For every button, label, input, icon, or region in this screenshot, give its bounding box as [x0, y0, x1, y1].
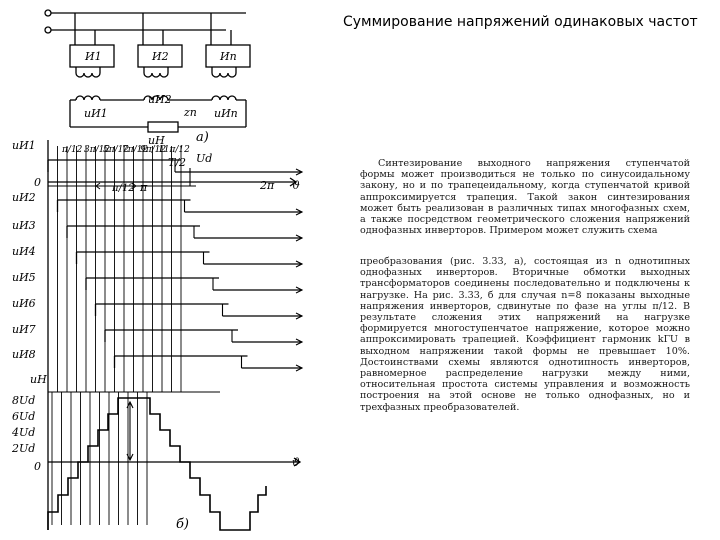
slide-title: Суммирование напряжений одинаковых часто…	[343, 14, 698, 30]
figure-a-label: а)	[196, 130, 209, 145]
row-label: uИ4	[12, 245, 36, 258]
inverter-label-n: Иn	[219, 50, 237, 63]
row-label: uИ2	[12, 191, 36, 204]
terminal-plus	[44, 9, 52, 17]
axis-arrow	[295, 260, 304, 268]
angle-label: 3π/12	[84, 145, 110, 155]
transformer-label-n: uИn	[214, 107, 238, 120]
figure-b-label: б)	[176, 517, 189, 532]
level-labels: 8Ud 6Ud 4Ud 2Ud 0	[11, 394, 41, 473]
angle-labels: π/12 3π/12 5π/12 7π/12 9π/12 11π/12	[61, 145, 190, 155]
row-label: uИ8	[12, 348, 36, 361]
level-label: 6Ud	[12, 410, 35, 423]
level-label: 8Ud	[12, 394, 35, 407]
angle-label: 9π/12	[140, 145, 166, 155]
zero-label-top: 0	[34, 176, 41, 189]
row-label: uИ6	[12, 297, 36, 310]
row-labels: uИ1 uИ2 uИ3 uИ4 uИ5 uИ6 uИ7 uИ8 uН	[12, 139, 47, 386]
axis-arrow	[293, 457, 302, 467]
angle-label: π/12	[61, 145, 83, 155]
inverter-label-2: И2	[151, 50, 169, 63]
ud-label: Ud	[196, 152, 212, 165]
row-label: uИ3	[12, 219, 36, 232]
row-label: uН	[30, 373, 47, 386]
angle-label: 5π/12	[103, 145, 129, 155]
inverter-box-n	[205, 44, 251, 68]
output-stepped-waveform	[47, 397, 267, 531]
inverter-label-1: И1	[84, 50, 102, 63]
arrow-right	[131, 182, 137, 190]
axis-arrow	[295, 168, 304, 176]
load-voltage-label: uН	[148, 134, 165, 147]
row-label: uИ5	[12, 271, 36, 284]
axis-symbol-top: ϑ	[292, 179, 300, 192]
inverter-box-1	[69, 44, 115, 68]
axis-arrow	[289, 177, 298, 187]
load-resistor	[147, 121, 179, 133]
row-label: uИ7	[12, 323, 36, 336]
angle-label: 7π/12	[122, 145, 148, 155]
arrow-head	[126, 400, 134, 409]
two-pi-label: 2π	[259, 179, 275, 192]
transformer-label-2: uИ2	[148, 93, 172, 106]
arrow-head	[126, 453, 134, 462]
load-impedance-label: zn	[183, 106, 197, 119]
axis-arrow	[295, 312, 304, 320]
half-period-label: T/2	[168, 156, 186, 169]
axis-arrow	[295, 338, 304, 346]
row-label: uИ1	[12, 139, 36, 152]
pi-12-label: π/12	[111, 183, 135, 194]
pi-label: π	[139, 181, 148, 194]
axis-arrow	[295, 208, 304, 216]
inverter-box-2	[137, 44, 183, 68]
transformer-label-1: uИ1	[84, 107, 108, 120]
level-label: 0	[34, 460, 41, 473]
terminal-minus	[44, 26, 52, 34]
level-label: 4Ud	[11, 426, 35, 439]
text-paragraph-1: Синтезирование выходного напряжения ступ…	[360, 158, 690, 237]
axis-arrow	[295, 286, 304, 294]
axis-arrow	[295, 364, 304, 372]
timing-diagram	[47, 140, 304, 531]
axis-arrow	[295, 234, 304, 242]
arrow-left	[95, 182, 101, 190]
text-paragraph-2: преобразования (рис. 3.33, а), состоящая…	[360, 256, 690, 413]
level-label: 2Ud	[11, 442, 35, 455]
angle-label: 11π/12	[158, 145, 190, 155]
